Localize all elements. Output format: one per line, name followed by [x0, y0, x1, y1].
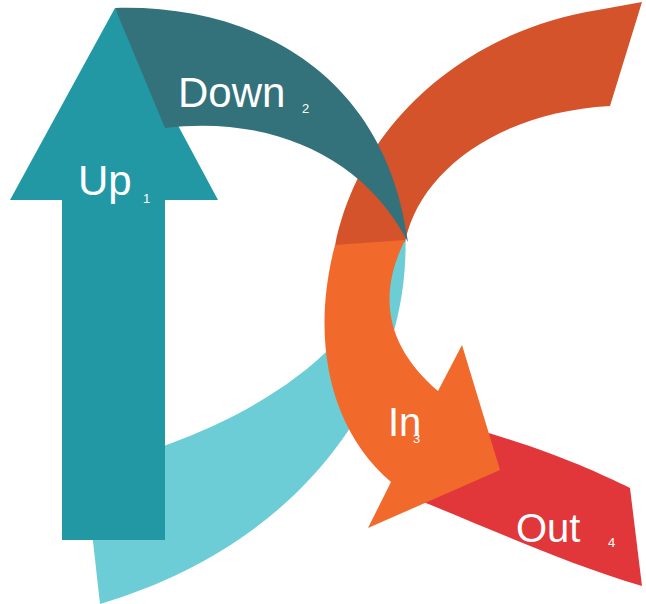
step-number: 2 — [302, 102, 309, 115]
band-label: Up — [78, 160, 132, 202]
band-label: Down — [178, 72, 285, 114]
crossing-band — [335, 2, 642, 246]
band-label: In — [388, 402, 421, 442]
band-shape — [418, 418, 642, 586]
step-number: 4 — [608, 536, 615, 549]
band-label: Out — [516, 508, 580, 548]
band-shape — [115, 8, 408, 242]
step-number: 3 — [413, 432, 420, 445]
loop-tail-band — [85, 225, 406, 604]
band-shape — [10, 8, 218, 540]
band-shape — [324, 240, 500, 528]
step-number: 1 — [143, 192, 150, 205]
